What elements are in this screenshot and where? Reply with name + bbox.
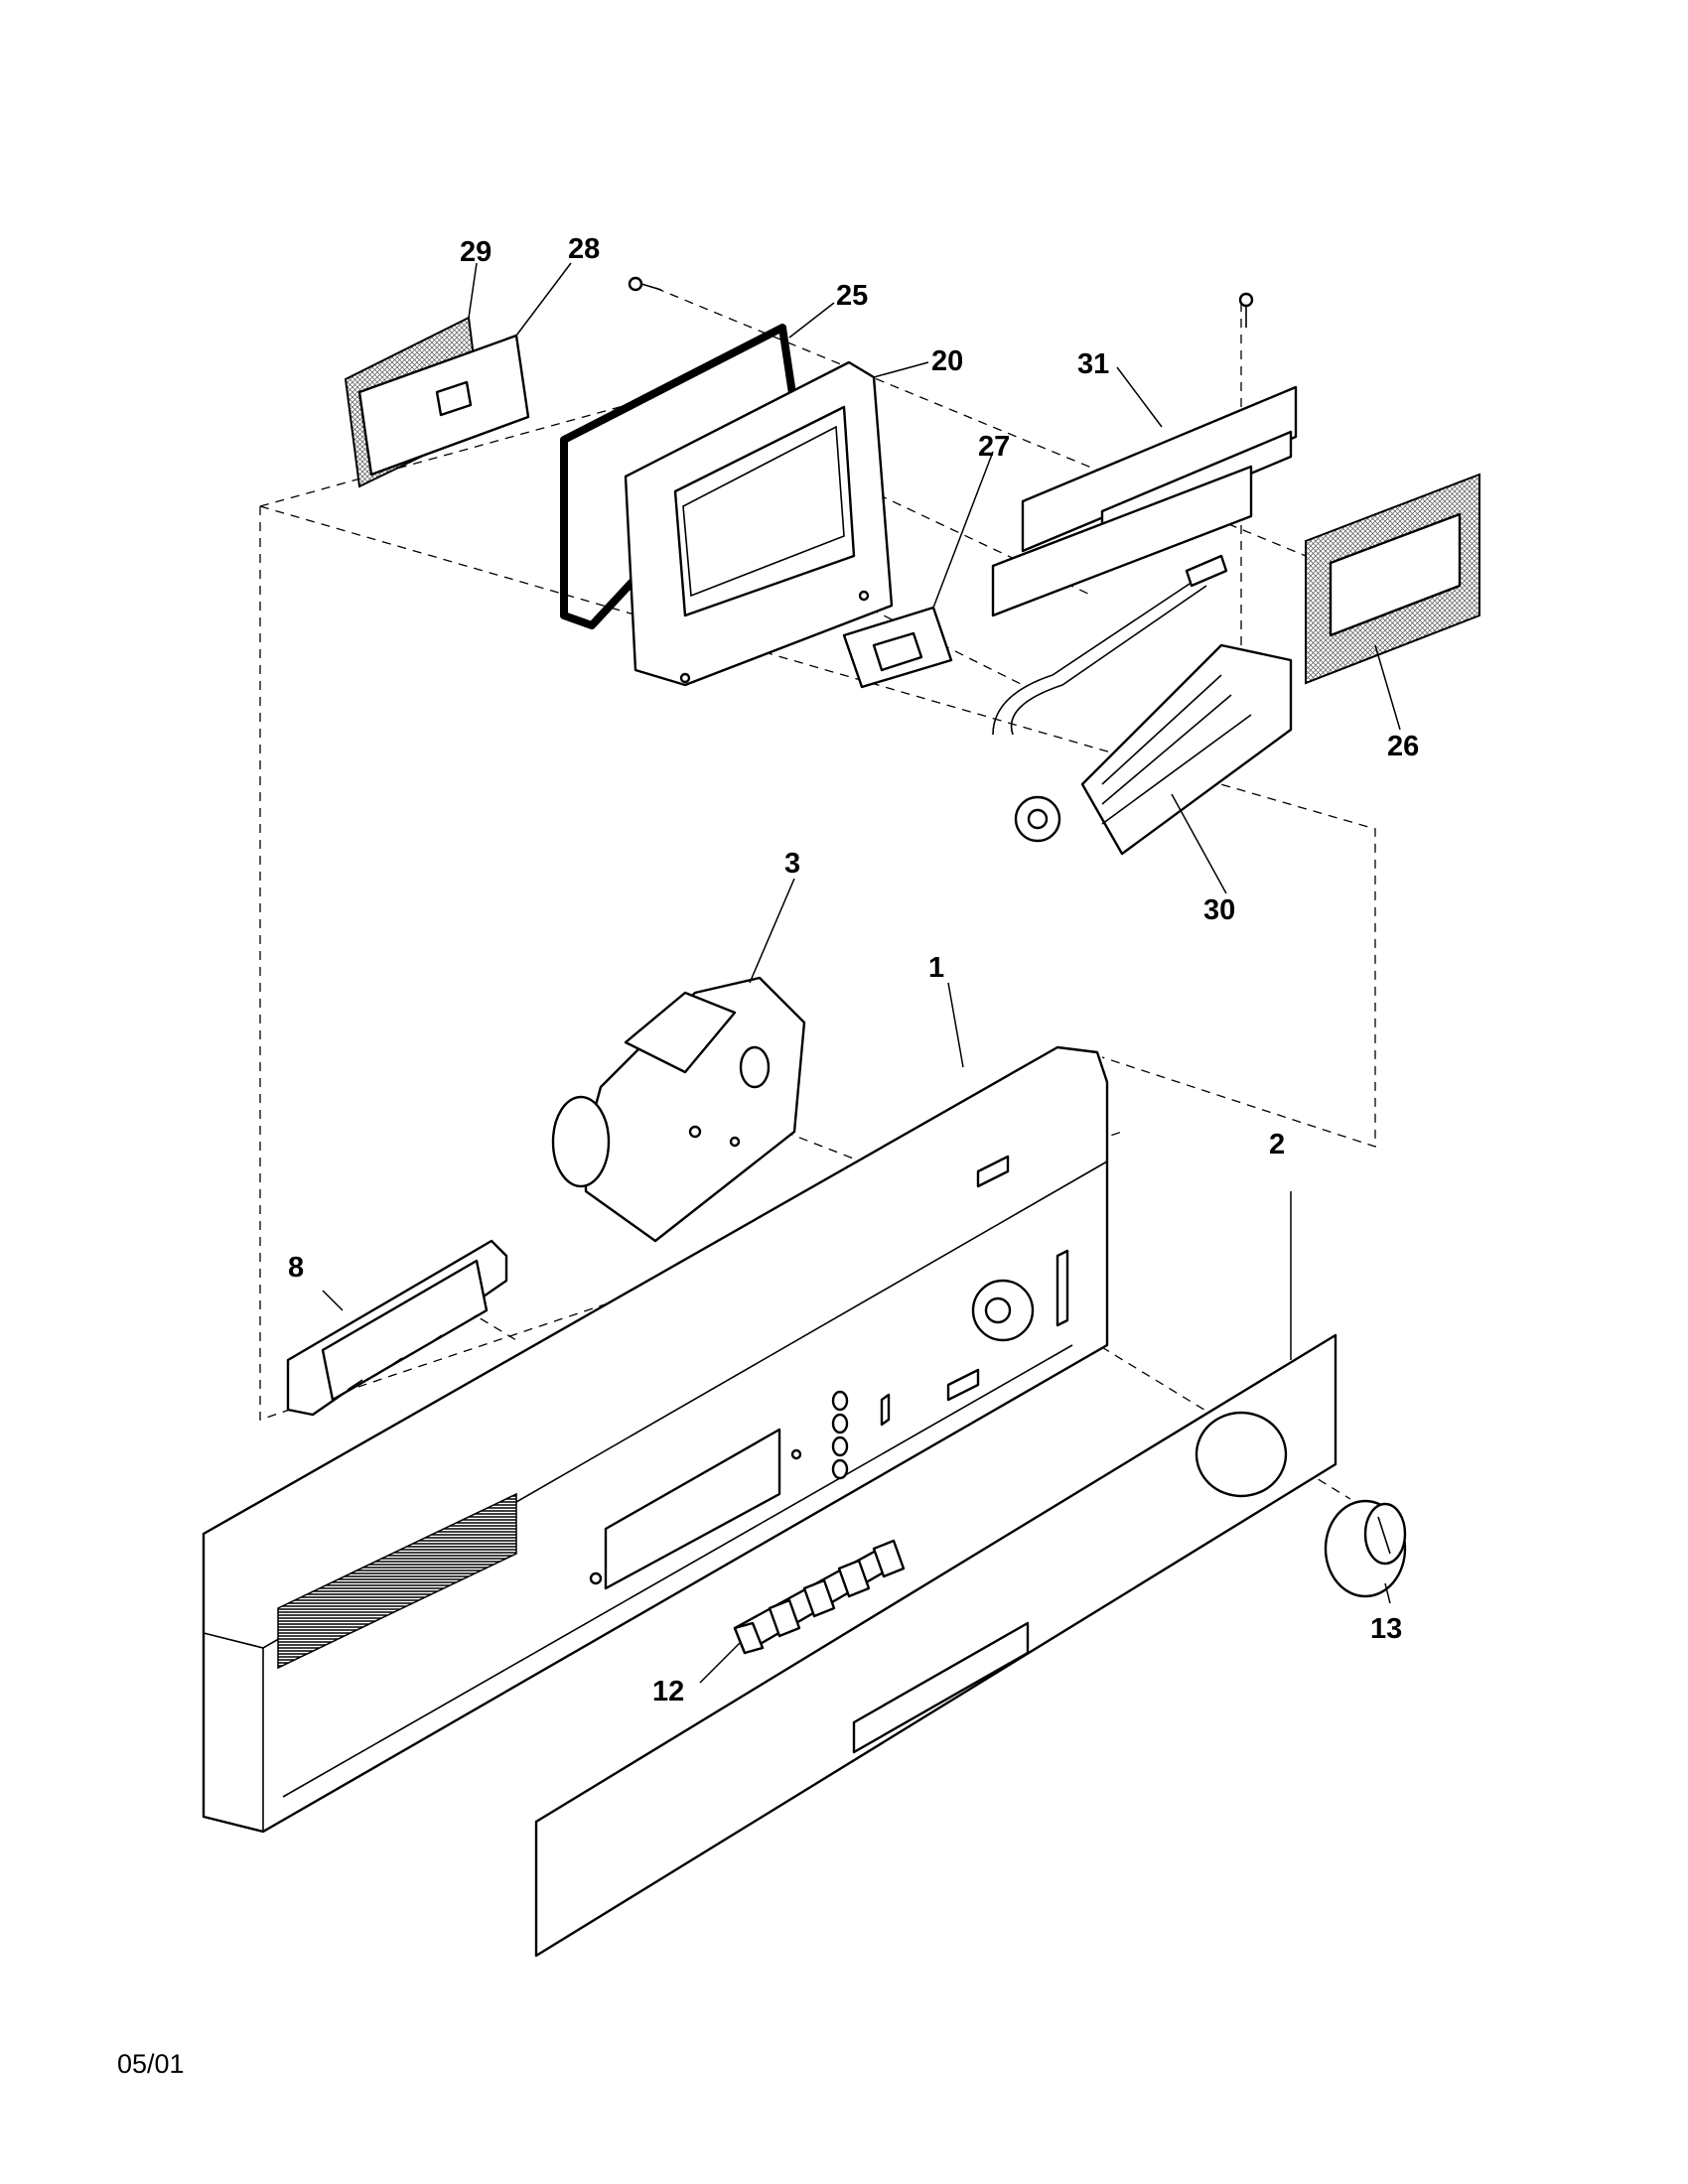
label-2: 2 bbox=[1269, 1129, 1285, 1160]
label-3: 3 bbox=[784, 848, 800, 880]
label-25: 25 bbox=[836, 280, 868, 312]
part-labels: 29 28 25 20 27 31 26 30 3 1 2 8 12 13 bbox=[288, 233, 1419, 1707]
part-20-housing bbox=[624, 360, 929, 687]
label-28: 28 bbox=[568, 233, 600, 265]
part-30-blower-fan bbox=[992, 554, 1293, 894]
label-8: 8 bbox=[288, 1252, 304, 1284]
part-2-overlay-panel bbox=[534, 1191, 1337, 1958]
label-13: 13 bbox=[1370, 1613, 1402, 1645]
part-13-knob bbox=[1324, 1499, 1407, 1604]
part-26-filter-panel bbox=[1305, 473, 1480, 731]
label-29: 29 bbox=[460, 236, 492, 268]
part-8-switch-block bbox=[286, 1239, 508, 1417]
label-12: 12 bbox=[652, 1676, 684, 1707]
label-31: 31 bbox=[1077, 348, 1109, 380]
part-1-control-panel bbox=[202, 982, 1109, 1834]
screw-25 bbox=[628, 276, 662, 292]
label-30: 30 bbox=[1203, 894, 1235, 926]
label-27: 27 bbox=[978, 431, 1010, 463]
part-31-vent-duct bbox=[991, 366, 1298, 617]
part-27-switch bbox=[842, 451, 994, 689]
label-26: 26 bbox=[1387, 731, 1419, 762]
part-12-button-set bbox=[699, 1539, 906, 1684]
label-20: 20 bbox=[931, 345, 963, 377]
part-3-timer bbox=[551, 878, 806, 1243]
part-28-filter-cover bbox=[357, 262, 572, 477]
screw-31 bbox=[1238, 292, 1254, 328]
revision-date: 05/01 bbox=[117, 2049, 185, 2079]
label-1: 1 bbox=[928, 952, 944, 984]
assembly-boundary bbox=[259, 396, 1376, 1421]
